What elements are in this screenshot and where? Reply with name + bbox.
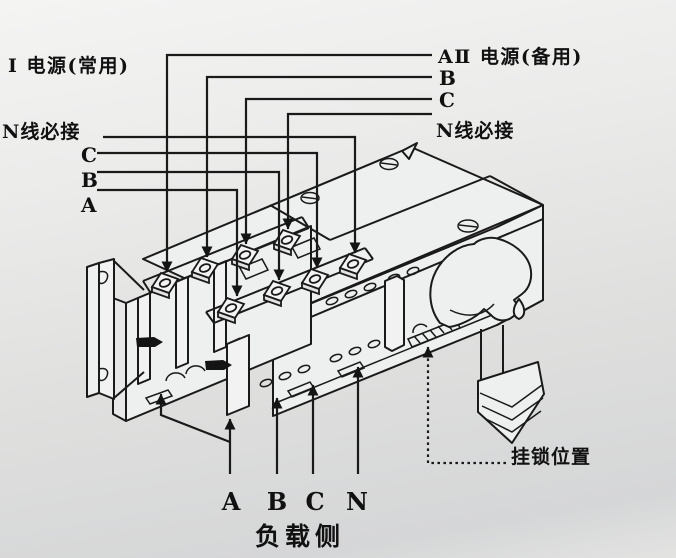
label-source1-title: Ⅰ 电源(常用) xyxy=(8,54,129,77)
front-module xyxy=(112,225,312,422)
padlock-slot xyxy=(406,319,462,348)
leader-s2-a xyxy=(161,53,432,273)
label-s1-c: C xyxy=(81,143,97,167)
label-s1-a: A xyxy=(80,193,97,217)
label-load-caption: 负载侧 xyxy=(255,522,345,551)
leader-lines xyxy=(97,53,506,474)
padlock-area xyxy=(384,275,462,352)
label-s2-b: B xyxy=(439,66,456,90)
label-source2-title: AⅡ 电源(备用) xyxy=(437,45,583,68)
leader-s2-n xyxy=(282,112,432,230)
label-s2-c: C xyxy=(439,88,455,112)
module-foot xyxy=(144,389,174,405)
slider-arrow xyxy=(205,360,232,370)
corner-post xyxy=(384,275,405,352)
top-screws xyxy=(300,157,479,233)
transfer-switch-drawing xyxy=(86,142,545,444)
phase-barrier xyxy=(175,276,189,369)
leader-load-a-branch xyxy=(155,393,231,444)
handle-hook-hole xyxy=(512,298,526,320)
leader-s1-b xyxy=(97,170,285,281)
slider-arrow xyxy=(136,337,163,347)
labels: Ⅰ 电源(常用) N线必接 C B A AⅡ 电源(备用) B C N线必接 A… xyxy=(2,45,591,551)
end-barrier xyxy=(226,334,250,416)
label-load-c: C xyxy=(305,487,324,516)
leader-s2-c xyxy=(240,97,432,245)
label-load-b: B xyxy=(267,487,287,516)
label-load-a: A xyxy=(221,487,241,516)
label-padlock: 挂锁位置 xyxy=(511,445,591,468)
label-s1-n: N线必接 xyxy=(2,120,80,143)
mounting-bracket xyxy=(86,258,145,400)
leader-s1-c xyxy=(97,151,323,269)
leader-s1-n xyxy=(103,135,361,254)
label-s2-n: N线必接 xyxy=(436,119,514,142)
leader-s2-b xyxy=(201,75,432,258)
case-foot xyxy=(336,361,366,378)
label-load-n: N xyxy=(346,487,368,516)
operating-handle xyxy=(429,236,545,444)
handle-knob xyxy=(429,236,533,328)
label-s1-b: B xyxy=(81,168,98,192)
top-corner-notch xyxy=(401,142,418,160)
leader-s1-a xyxy=(97,188,243,297)
